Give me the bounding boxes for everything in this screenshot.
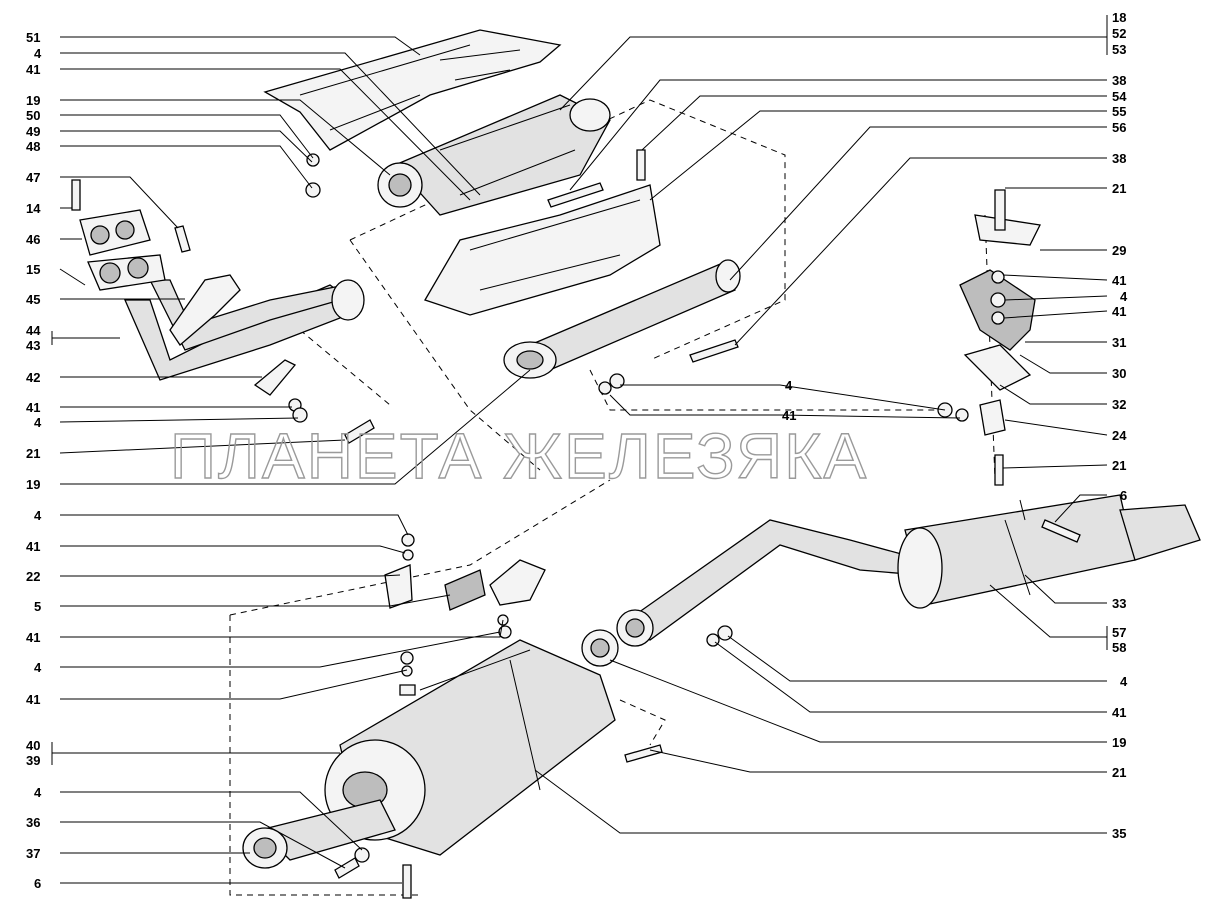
right-labels: 18 52 53 38 54 55 56 38 21 29 41 4 41 31… xyxy=(1112,10,1128,841)
label: 52 xyxy=(1112,26,1126,41)
label: 57 xyxy=(1112,625,1126,640)
leader-lines xyxy=(51,15,1108,884)
heat-shield-upper xyxy=(263,29,562,151)
label: 4 xyxy=(785,378,793,393)
muffler-inlet-pipe xyxy=(242,799,396,869)
label: 41 xyxy=(26,692,40,707)
label: 40 xyxy=(26,738,40,753)
label: 51 xyxy=(26,30,40,45)
label: 41 xyxy=(1112,273,1126,288)
watermark-text: ПЛАНЕТА ЖЕЛЕЗЯКА xyxy=(170,420,868,492)
label: 54 xyxy=(1112,89,1127,104)
label: 22 xyxy=(26,569,40,584)
label: 58 xyxy=(1112,640,1126,655)
manifold-flange xyxy=(79,209,166,291)
label: 39 xyxy=(26,753,40,768)
label: 33 xyxy=(1112,596,1126,611)
label: 29 xyxy=(1112,243,1126,258)
label: 4 xyxy=(1120,674,1128,689)
downpipe xyxy=(124,279,365,381)
label: 41 xyxy=(26,630,40,645)
label: 44 xyxy=(26,323,41,338)
label: 21 xyxy=(1112,458,1126,473)
label: 21 xyxy=(1112,181,1126,196)
label: 19 xyxy=(26,477,40,492)
label: 43 xyxy=(26,338,40,353)
label: 4 xyxy=(1120,289,1128,304)
label: 21 xyxy=(1112,765,1126,780)
label: 56 xyxy=(1112,120,1126,135)
label: 32 xyxy=(1112,397,1126,412)
label: 36 xyxy=(26,815,40,830)
label: 18 xyxy=(1112,10,1126,25)
label: 21 xyxy=(26,446,40,461)
label: 30 xyxy=(1112,366,1126,381)
label: 35 xyxy=(1112,826,1126,841)
label: 46 xyxy=(26,232,40,247)
suspension-strap xyxy=(959,214,1041,436)
label: 41 xyxy=(1112,304,1126,319)
label: 4 xyxy=(34,660,42,675)
bracket-45 xyxy=(169,274,241,346)
label: 19 xyxy=(26,93,40,108)
label: 41 xyxy=(782,408,796,423)
label: 50 xyxy=(26,108,40,123)
label: 41 xyxy=(1112,705,1126,720)
label: 31 xyxy=(1112,335,1126,350)
label: 19 xyxy=(1112,735,1126,750)
fasteners xyxy=(71,149,1081,899)
label: 5 xyxy=(34,599,41,614)
label: 4 xyxy=(34,415,42,430)
label: 6 xyxy=(1120,488,1127,503)
label: 38 xyxy=(1112,73,1126,88)
label: 37 xyxy=(26,846,40,861)
label: 41 xyxy=(26,400,40,415)
label: 42 xyxy=(26,370,40,385)
rear-pipe xyxy=(616,519,922,647)
heat-shield-lower xyxy=(424,184,661,316)
label: 15 xyxy=(26,262,40,277)
label: 47 xyxy=(26,170,40,185)
rubber-mount xyxy=(384,559,546,611)
label: 41 xyxy=(26,539,40,554)
label: 55 xyxy=(1112,104,1126,119)
bracket-42 xyxy=(253,359,297,396)
label: 4 xyxy=(34,508,42,523)
label: 14 xyxy=(26,201,41,216)
label: 38 xyxy=(1112,151,1126,166)
label: 49 xyxy=(26,124,40,139)
rear-muffler xyxy=(897,494,1201,609)
label: 24 xyxy=(1112,428,1127,443)
label: 4 xyxy=(34,785,42,800)
label: 48 xyxy=(26,139,40,154)
label: 45 xyxy=(26,292,40,307)
label: 53 xyxy=(1112,42,1126,57)
gasket-19 xyxy=(581,629,619,667)
label: 41 xyxy=(26,62,40,77)
intermediate-pipe xyxy=(503,259,741,379)
middle-labels: 4 41 xyxy=(782,378,796,423)
left-labels: 51 4 41 19 50 49 48 47 14 46 15 45 44 43… xyxy=(26,30,42,891)
label: 6 xyxy=(34,876,41,891)
label: 4 xyxy=(34,46,42,61)
